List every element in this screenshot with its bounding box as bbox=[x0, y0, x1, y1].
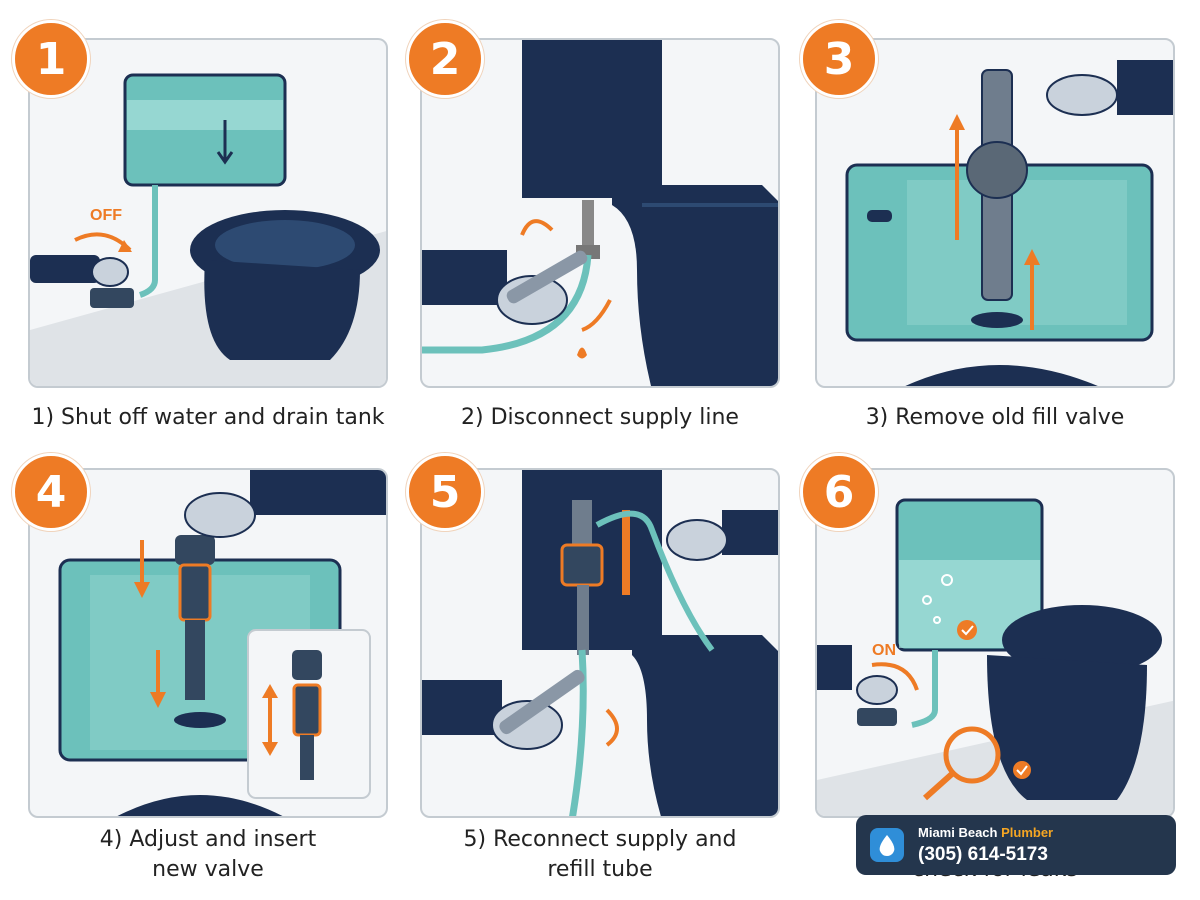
supply-line bbox=[569, 649, 587, 816]
brand-name-accent: Plumber bbox=[1001, 825, 1054, 840]
step-4-illustration bbox=[58, 470, 386, 816]
step-3-caption: 3) Remove old fill valve bbox=[865, 405, 1125, 430]
step-6-panel: ON bbox=[815, 468, 1175, 818]
step-4-panel bbox=[28, 468, 388, 818]
step-3-illustration bbox=[845, 60, 1173, 386]
step-2-caption: 2) Disconnect supply line bbox=[461, 405, 739, 430]
shutoff-valve bbox=[857, 708, 897, 726]
step-1-caption: 1) Shut off water and drain tank bbox=[31, 405, 385, 430]
valve-on-label: ON bbox=[872, 642, 896, 659]
step-6-illustration: ON bbox=[817, 498, 1173, 816]
hand bbox=[491, 700, 563, 750]
step-5-panel bbox=[420, 468, 780, 818]
brand-phone[interactable]: (305) 614-5173 bbox=[918, 844, 1048, 865]
step-1-panel: OFF bbox=[28, 38, 388, 388]
step-1-badge: 1 bbox=[12, 20, 90, 98]
hand-sleeve bbox=[30, 255, 100, 283]
step-2-panel bbox=[420, 38, 780, 388]
step-2-illustration bbox=[422, 40, 778, 386]
brand-contact-badge[interactable]: Miami Beach Plumber (305) 614-5173 bbox=[856, 815, 1176, 875]
wrench bbox=[499, 669, 585, 735]
new-fill-valve bbox=[560, 543, 604, 587]
step-2-badge: 2 bbox=[406, 20, 484, 98]
step-3-badge: 3 bbox=[800, 20, 878, 98]
step-6-badge: 6 bbox=[800, 453, 878, 531]
step-1-illustration: OFF bbox=[30, 73, 386, 386]
step-5-illustration bbox=[422, 470, 778, 816]
step-5-caption: 5) Reconnect supply and refill tube bbox=[463, 827, 737, 882]
magnifier-icon bbox=[943, 726, 1001, 784]
brand-name: Miami Beach Plumber bbox=[918, 825, 1054, 840]
hand bbox=[1046, 74, 1118, 116]
refill-tube bbox=[595, 510, 715, 652]
wrench bbox=[506, 250, 588, 304]
valve-off-label: OFF bbox=[90, 207, 122, 224]
step-3-panel bbox=[815, 38, 1175, 388]
step-4-badge: 4 bbox=[12, 453, 90, 531]
hand bbox=[856, 675, 898, 705]
toilet-bowl bbox=[1002, 605, 1162, 675]
step-5-badge: 5 bbox=[406, 453, 484, 531]
tank-underside bbox=[522, 40, 662, 198]
shutoff-valve bbox=[90, 288, 134, 308]
supply-line bbox=[422, 254, 592, 354]
step-4-caption: 4) Adjust and insert new valve bbox=[99, 827, 317, 882]
water-drop-icon bbox=[870, 828, 904, 862]
hand bbox=[184, 492, 256, 538]
new-fill-valve bbox=[178, 563, 212, 622]
